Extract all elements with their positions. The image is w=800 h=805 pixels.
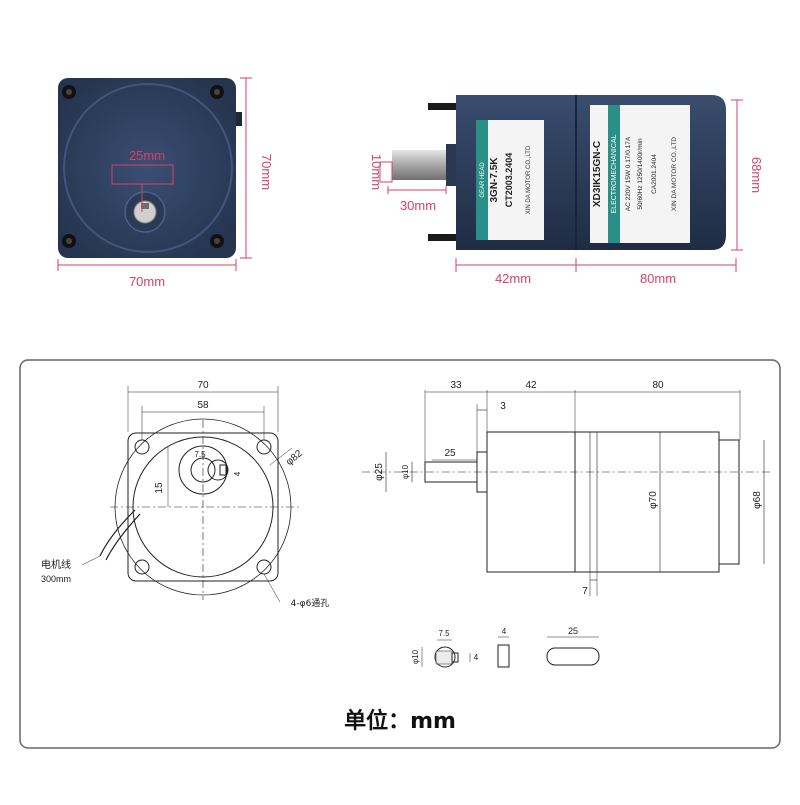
dim-shaft-dia: 10mm	[369, 154, 384, 190]
photo-front-view: 25mm 70mm 70mm	[57, 77, 274, 289]
motor-label: XD3IK15GN-C ELECTROMECHANICAL AC 220V 15…	[590, 105, 690, 243]
dim-detail-dia10: φ10	[411, 649, 420, 664]
dim-height: 70mm	[259, 154, 274, 190]
shaft-end	[133, 200, 157, 224]
dim-side-7: 7	[582, 586, 588, 597]
dim-front-7-5: 7.5	[194, 450, 206, 459]
dim-side-dia10: φ10	[401, 464, 410, 479]
motor-spec1: AC 220V 15W 0.17/0.17A	[625, 136, 632, 211]
drawing-front-view	[81, 386, 300, 603]
motor-face-plate	[58, 78, 236, 258]
gearhead-model: 3GN-7.5K	[489, 157, 500, 203]
dim-front-58: 58	[197, 400, 209, 411]
gearhead-code: CT2003.2404	[504, 153, 514, 208]
dim-front-15: 15	[154, 482, 165, 494]
dim-side-dia68: φ68	[752, 491, 763, 509]
bolt-icon	[428, 103, 458, 110]
side-tab	[236, 112, 242, 126]
motor-tag: ELECTROMECHANICAL	[611, 134, 618, 213]
drawing-side-labels: 33 42 80 3 25 φ25 φ10 φ70 φ68 7	[374, 380, 763, 597]
drawing-details	[421, 636, 600, 668]
dim-shaft-offset: 25mm	[129, 148, 165, 163]
dim-detail-4b: 4	[502, 627, 507, 636]
gearhead-company: XIN DA MOTOR CO.,LTD	[526, 145, 532, 214]
dim-detail-7-5: 7.5	[438, 629, 450, 638]
motor-code: CA2001.2404	[651, 154, 658, 194]
dim-motor-dia: 68mm	[749, 157, 764, 193]
dim-side-3: 3	[500, 401, 506, 412]
wire-label: 电机线	[41, 558, 71, 571]
drawing-frame	[19, 359, 781, 749]
dim-detail-25: 25	[568, 626, 578, 636]
dim-front-4: 4	[233, 471, 242, 476]
motor-model: XD3IK15GN-C	[592, 141, 603, 207]
bolt-icon	[62, 85, 224, 248]
dim-side-25: 25	[444, 448, 456, 459]
dim-side-dia25: φ25	[374, 463, 385, 481]
bolt-icon	[428, 234, 458, 241]
motor-company: XIN DA MOTOR CO.,LTD	[671, 137, 678, 211]
shaft-key	[141, 203, 149, 209]
shaft-collar	[446, 144, 458, 186]
gearhead-tag: GEAR HEAD	[480, 162, 486, 198]
dim-shaft-len: 30mm	[400, 198, 436, 213]
face-flange-ring	[63, 83, 233, 253]
dim-front-70: 70	[197, 380, 209, 391]
dim-side-80: 80	[652, 380, 664, 391]
dim-motor-len: 80mm	[640, 271, 676, 286]
photo-side-view: 3GN-7.5K GEAR HEAD CT2003.2404 XIN DA MO…	[369, 95, 764, 286]
dim-side-42: 42	[525, 380, 537, 391]
dim-width: 70mm	[129, 274, 165, 289]
dim-detail-4a: 4	[474, 653, 479, 662]
holes-label: 4-φ6通孔	[291, 598, 330, 609]
drawing-side-view	[362, 390, 770, 596]
dim-side-dia70: φ70	[648, 491, 659, 509]
gearhead-label: 3GN-7.5K GEAR HEAD CT2003.2404 XIN DA MO…	[476, 120, 544, 240]
dim-shaft-dia-bracket	[379, 161, 393, 183]
shaft	[392, 150, 446, 180]
motor-spec2: 50/60Hz 1250/1400r/min	[637, 138, 644, 210]
drawing-detail-labels: 7.5 φ10 4 4 25	[411, 626, 578, 664]
dim-gearhead-len: 42mm	[495, 271, 531, 286]
unit-label: 单位：mm	[344, 708, 456, 734]
dim-side-33: 33	[450, 380, 462, 391]
wire-length: 300mm	[41, 574, 71, 584]
